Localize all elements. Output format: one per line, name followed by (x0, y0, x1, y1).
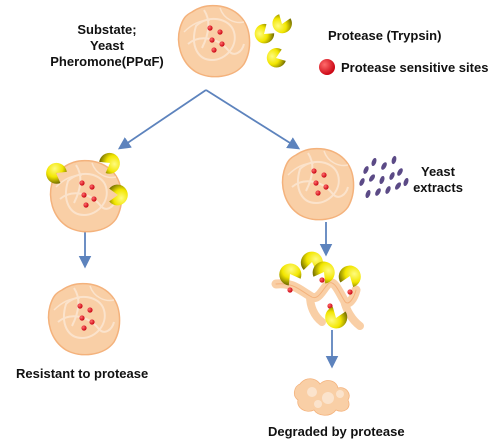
yeast-extracts-label-line2: extracts (413, 180, 463, 195)
protease-icon-group-top (250, 12, 294, 71)
protease-icon (264, 46, 288, 71)
substrate-label: Substate; Yeast Pheromone(PPαF) (44, 22, 170, 70)
protease-icon (336, 262, 364, 289)
substrate-molecule-right (281, 147, 355, 221)
substrate-protease-complex-left (42, 149, 128, 233)
protease-icon (269, 12, 294, 36)
yeast-extract-particles (359, 155, 409, 199)
yeast-extracts-label: Yeast extracts (410, 164, 466, 196)
branch-arrows (78, 89, 339, 369)
substrate-label-line3: Pheromone(PPαF) (50, 54, 164, 69)
arrow-left-branch (117, 89, 207, 150)
substrate-molecule-resistant (47, 282, 121, 356)
degraded-fragments (294, 378, 350, 416)
substrate-label-line1: Substate; (77, 22, 137, 37)
arrow-right-branch (205, 89, 301, 150)
resistant-label: Resistant to protease (16, 366, 149, 381)
sensitive-sites-label: Protease sensitive sites (341, 60, 489, 75)
substrate-label-line2: Yeast (90, 38, 124, 53)
protease-label: Protease (Trypsin) (328, 28, 442, 43)
degraded-label: Degraded by protease (268, 424, 405, 439)
unfolded-substrate-chain (271, 277, 364, 330)
sensitive-site-legend-icon (319, 59, 335, 75)
yeast-extracts-label-line1: Yeast (421, 164, 455, 179)
substrate-molecule-top (177, 4, 251, 78)
